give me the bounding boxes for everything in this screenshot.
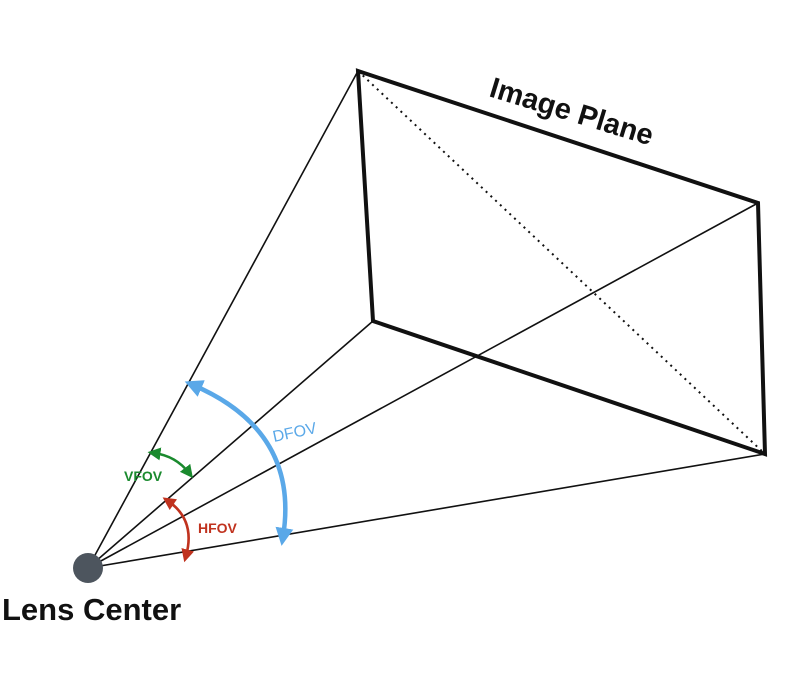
image-plane-outline xyxy=(355,68,768,457)
image-plane xyxy=(355,68,768,457)
projection-rays xyxy=(87,70,766,569)
image-plane-diagonal xyxy=(357,70,766,455)
vfov-label: VFOV xyxy=(124,468,163,484)
dfov-arc-arrow xyxy=(184,380,294,546)
lens-center-dot xyxy=(73,553,103,583)
dfov-label: DFOV xyxy=(271,420,318,446)
lens-center-label: Lens Center xyxy=(2,592,181,627)
ray-top-right xyxy=(87,202,759,569)
ray-bottom-right xyxy=(87,453,766,569)
hfov-label: HFOV xyxy=(198,520,238,536)
hfov-arc-arrow xyxy=(162,497,195,563)
ray-top-left xyxy=(87,70,359,569)
